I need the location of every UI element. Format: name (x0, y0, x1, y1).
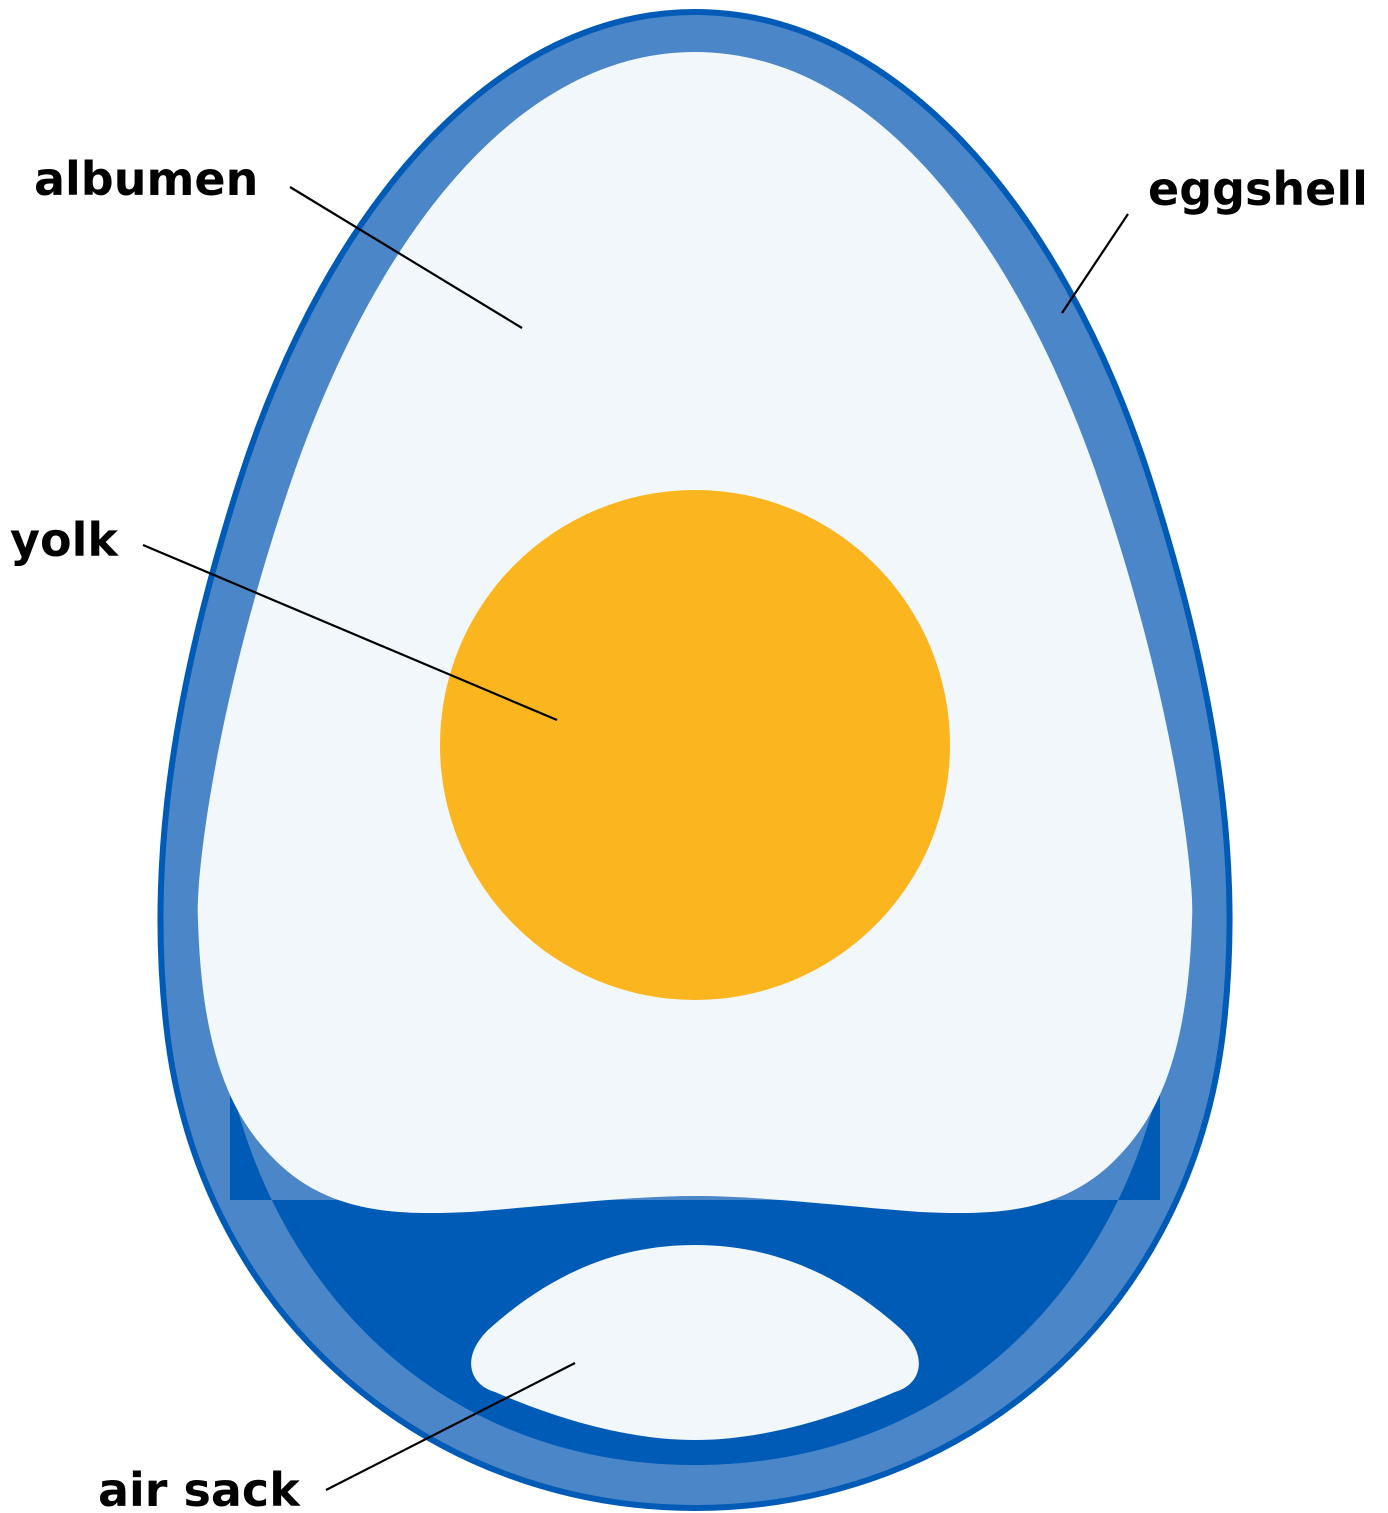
eggshell-leader-line (1062, 214, 1128, 313)
yolk-circle (440, 490, 950, 1000)
albumen-label: albumen (34, 152, 258, 206)
yolk-label: yolk (10, 513, 119, 567)
eggshell-label: eggshell (1148, 162, 1368, 216)
air-sack-label: air sack (98, 1463, 301, 1513)
